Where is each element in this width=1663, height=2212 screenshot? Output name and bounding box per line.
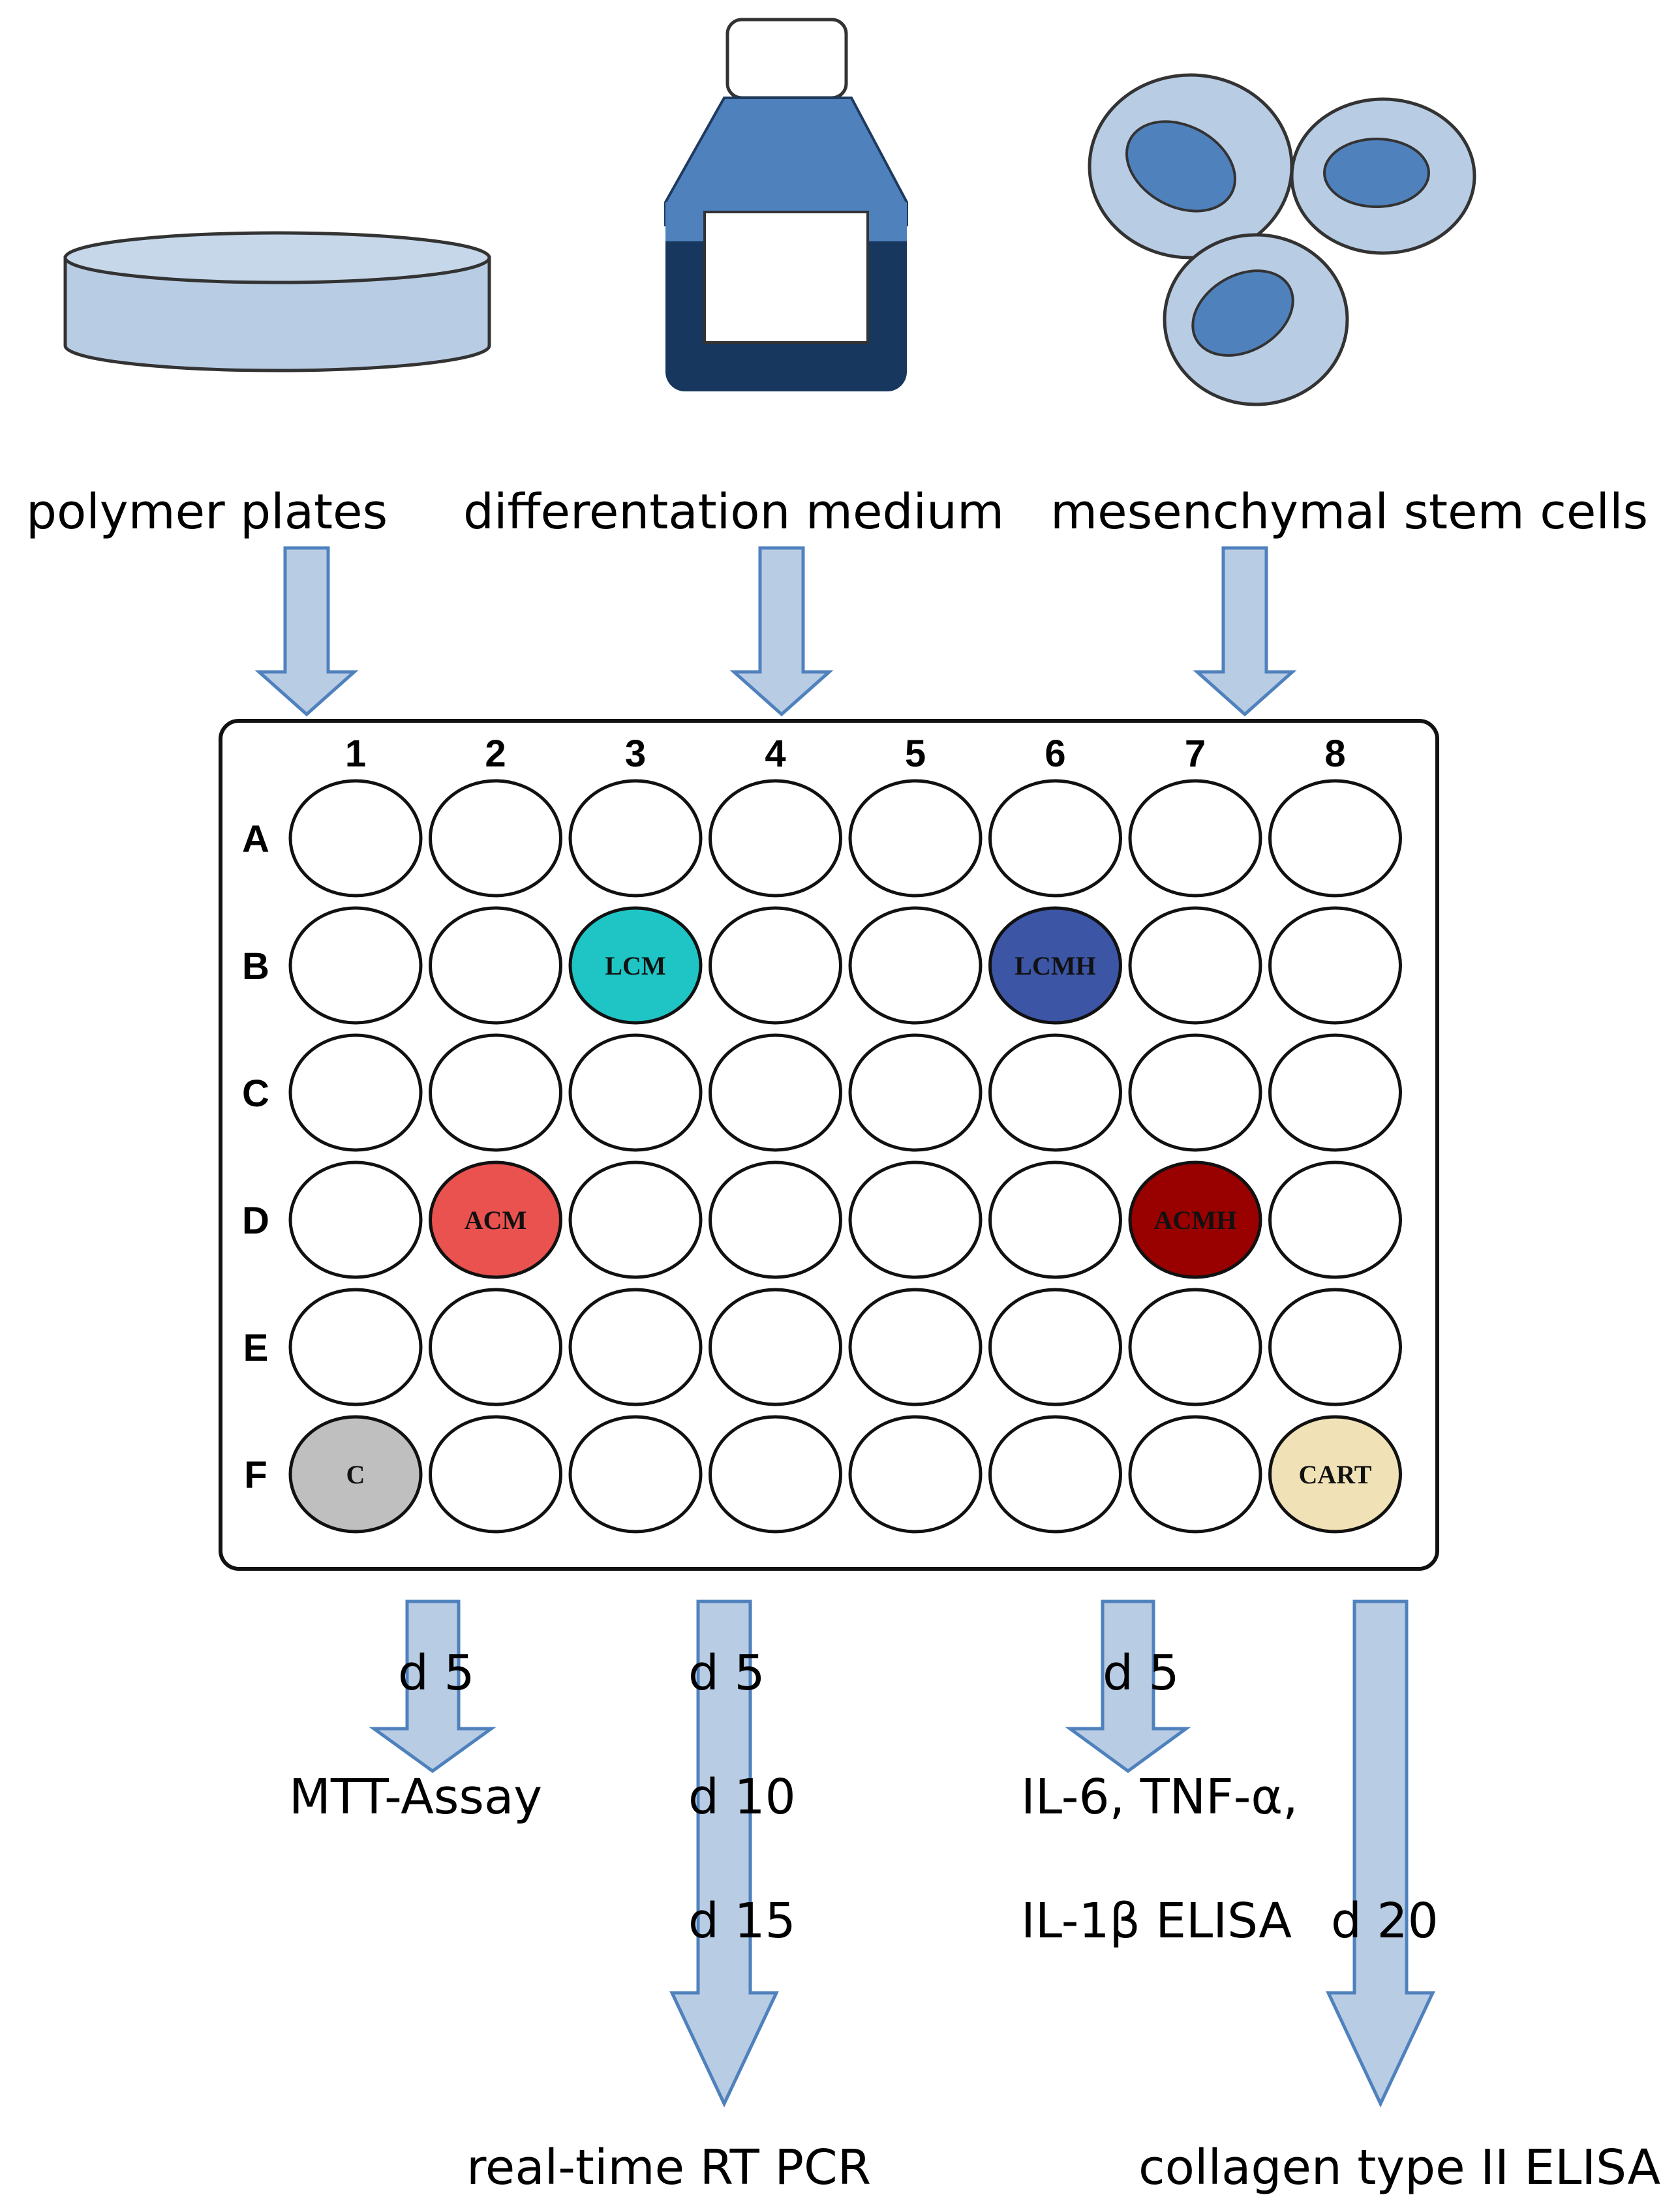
well-A1 <box>288 779 423 898</box>
well-D8 <box>1268 1160 1402 1279</box>
well-E8 <box>1268 1288 1402 1406</box>
elisa-result-line1: IL-6, TNF-α, <box>1021 1769 1298 1825</box>
well-C3 <box>568 1033 703 1152</box>
well-label-F8: CART <box>1299 1460 1372 1489</box>
well-A7 <box>1128 779 1262 898</box>
arrow-plates-to-plate <box>254 546 359 717</box>
arrow-elisa <box>1065 1599 1191 1774</box>
column-header-3: 3 <box>625 733 646 775</box>
well-B6 <box>988 906 1122 1025</box>
column-header-7: 7 <box>1185 733 1206 775</box>
pcr-day-1: d 5 <box>688 1645 765 1701</box>
row-header-E: E <box>243 1327 269 1369</box>
well-E5 <box>848 1288 983 1406</box>
column-header-2: 2 <box>485 733 506 775</box>
petri-dish-icon <box>63 231 491 372</box>
well-E3 <box>568 1288 703 1406</box>
arrow-collagen <box>1326 1599 1435 2108</box>
well-E7 <box>1128 1288 1262 1406</box>
well-F1 <box>288 1415 423 1534</box>
well-C1 <box>288 1033 423 1152</box>
input-label-cells: mesenchymal stem cells <box>1050 484 1648 540</box>
wells-grid: LCM LCMH ACM ACMH C CART <box>288 779 1402 1534</box>
well-B4 <box>709 906 842 1025</box>
row-header-A: A <box>242 818 269 860</box>
well-C4 <box>709 1033 842 1152</box>
column-header-4: 4 <box>765 733 786 775</box>
well-label-B6: LCMH <box>1015 951 1095 980</box>
well-D7 <box>1128 1160 1262 1279</box>
column-header-5: 5 <box>905 733 926 775</box>
pcr-day-3: d 15 <box>688 1893 796 1949</box>
well-F3 <box>568 1415 703 1534</box>
row-header-C: C <box>242 1072 269 1115</box>
collagen-day-1: d 20 <box>1331 1893 1439 1949</box>
well-F5 <box>848 1415 983 1534</box>
well-F8 <box>1268 1415 1402 1534</box>
well-C2 <box>429 1033 562 1152</box>
well-label-F1: C <box>346 1460 365 1489</box>
well-B8 <box>1268 906 1402 1025</box>
column-header-6: 6 <box>1045 733 1065 775</box>
mtt-day-1: d 5 <box>398 1645 475 1701</box>
well-D5 <box>848 1160 983 1279</box>
well-D2 <box>429 1160 562 1279</box>
arrow-mtt <box>369 1599 496 1774</box>
well-A5 <box>848 779 983 898</box>
column-header-8: 8 <box>1324 733 1345 775</box>
well-A6 <box>988 779 1122 898</box>
well-C7 <box>1128 1033 1262 1152</box>
well-D3 <box>568 1160 703 1279</box>
row-headers: A B C D E F <box>242 818 269 1496</box>
mtt-result: MTT-Assay <box>289 1769 542 1825</box>
well-E4 <box>709 1288 842 1406</box>
input-label-medium: differentation medium <box>463 484 1004 540</box>
row-header-B: B <box>242 945 269 988</box>
column-header-1: 1 <box>345 733 366 775</box>
arrow-pcr <box>669 1599 779 2108</box>
well-E1 <box>288 1288 423 1406</box>
well-D4 <box>709 1160 842 1279</box>
well-C5 <box>848 1033 983 1152</box>
well-B7 <box>1128 906 1262 1025</box>
culture-bottle-icon <box>664 18 908 391</box>
stem-cells-icon <box>1088 73 1476 406</box>
row-header-D: D <box>242 1200 269 1242</box>
well-label-B3: LCM <box>605 951 665 980</box>
well-F6 <box>988 1415 1122 1534</box>
well-B1 <box>288 906 423 1025</box>
pcr-day-2: d 10 <box>688 1769 796 1825</box>
well-label-D2: ACM <box>465 1205 527 1235</box>
well-B2 <box>429 906 562 1025</box>
well-F7 <box>1128 1415 1262 1534</box>
well-E2 <box>429 1288 562 1406</box>
well-A4 <box>709 779 842 898</box>
well-D6 <box>988 1160 1122 1279</box>
column-headers: 1 2 3 4 5 6 7 8 <box>345 733 1346 775</box>
well-B5 <box>848 906 983 1025</box>
elisa-result-line2: IL-1β ELISA <box>1021 1893 1292 1949</box>
arrow-cells-to-plate <box>1193 546 1297 717</box>
well-F2 <box>429 1415 562 1534</box>
row-header-F: F <box>244 1454 267 1496</box>
elisa-day-1: d 5 <box>1103 1645 1180 1701</box>
well-D1 <box>288 1160 423 1279</box>
well-A2 <box>429 779 562 898</box>
well-C8 <box>1268 1033 1402 1152</box>
well-A3 <box>568 779 703 898</box>
well-label-D7: ACMH <box>1154 1205 1237 1235</box>
well-F4 <box>709 1415 842 1534</box>
well-E6 <box>988 1288 1122 1406</box>
well-C6 <box>988 1033 1122 1152</box>
arrow-medium-to-plate <box>729 546 834 717</box>
well-B3 <box>568 906 703 1025</box>
well-A8 <box>1268 779 1402 898</box>
collagen-result: collagen type II ELISA <box>1138 2140 1661 2196</box>
input-label-plates: polymer plates <box>26 484 388 540</box>
pcr-result: real-time RT PCR <box>466 2140 871 2196</box>
